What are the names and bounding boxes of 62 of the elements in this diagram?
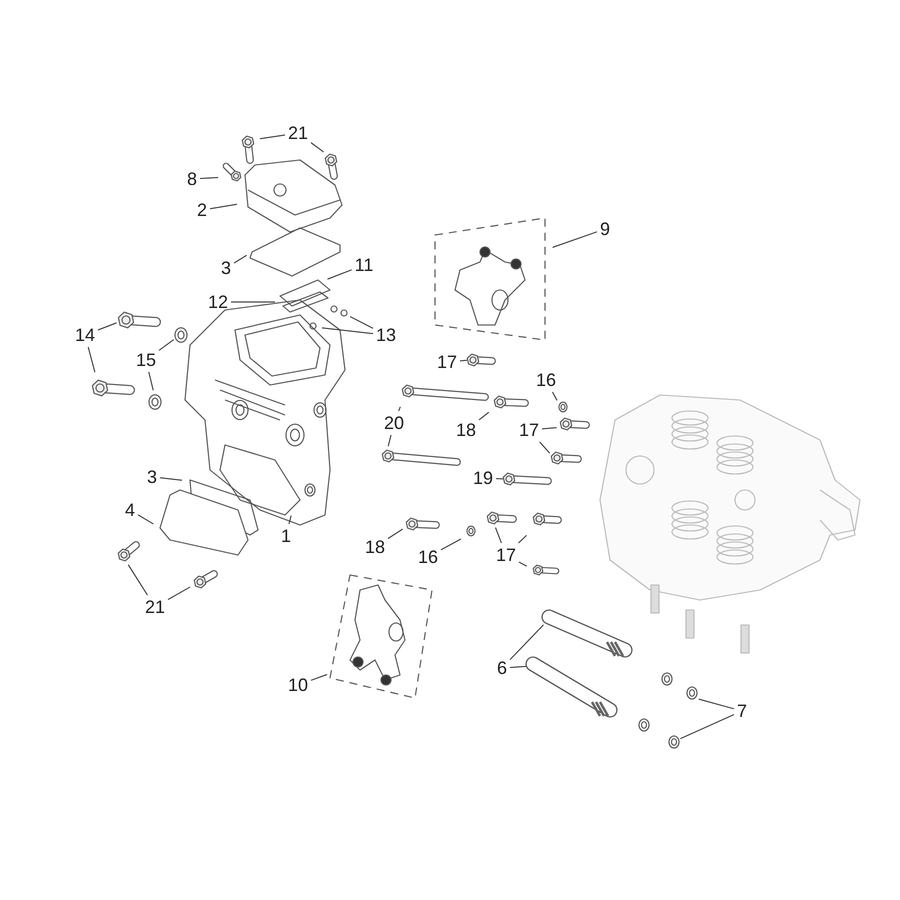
leader-line [259,134,286,140]
callout-number: 8 [186,169,198,189]
callout-number: 16 [416,547,440,567]
callout-number: 14 [74,325,96,345]
leader-line [158,339,174,351]
leader-line [388,434,392,447]
callout-number: 16 [534,370,558,390]
leader-line [680,714,734,740]
leader-line [518,534,528,544]
leader-line [200,177,219,179]
callout-number: 4 [124,500,136,520]
callout-number: 21 [144,597,166,617]
leader-line [327,269,352,280]
leader-line [168,586,191,600]
leader-line [539,442,550,454]
callout-number: 19 [472,468,494,488]
callout-number: 3 [146,467,158,487]
leader-line [495,527,502,544]
leader-line [128,564,148,596]
leader-line [510,624,544,660]
leader-line [138,514,154,524]
leader-line [148,372,154,391]
callout-number: 3 [220,258,232,278]
callout-number: 17 [518,420,540,440]
leader-line [234,254,248,264]
leader-line [88,346,96,373]
leader-line [98,322,117,330]
callout-number: 1 [280,526,292,546]
leader-line [496,478,504,480]
leader-line [310,674,328,681]
leader-line [288,515,292,524]
leader-line [510,666,527,668]
callout-number: 12 [206,292,230,312]
callout-number: 20 [382,413,406,433]
callout-number: 18 [364,537,386,557]
callout-number: 9 [599,219,611,239]
callout-number: 13 [374,325,398,345]
leader-line [698,698,734,710]
callout-number: 17 [494,545,518,565]
leader-line [310,142,324,152]
callout-number: 17 [436,352,458,372]
leader-line [460,360,468,362]
callout-number: 2 [196,200,208,220]
leader-line [478,412,490,420]
leader-line [322,327,374,334]
leader-line [542,427,558,430]
callout-number: 18 [454,420,478,440]
leader-line [398,406,401,412]
callout-number: 15 [134,350,158,370]
leader-line [210,204,238,210]
leader-line [160,477,182,481]
leader-line [552,231,598,248]
callout-number: 6 [496,658,508,678]
callout-number: 7 [736,701,748,721]
callout-number: 21 [286,123,310,143]
callout-number: 10 [286,675,310,695]
leader-line [388,528,404,540]
leader-line [518,562,528,567]
leader-line [552,392,558,401]
callout-number: 11 [354,255,374,275]
leader-line [440,538,462,550]
leader-line [350,316,374,329]
